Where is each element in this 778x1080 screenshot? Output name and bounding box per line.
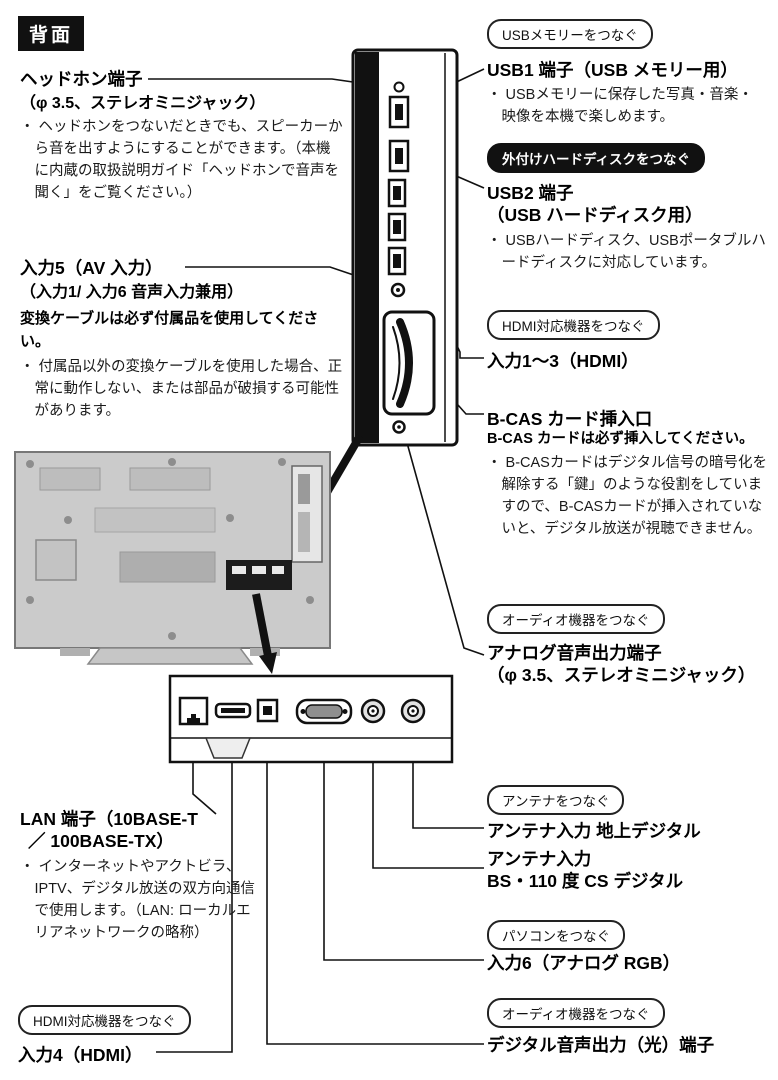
- connect-box-audio-bottom: オーディオ機器をつなぐ: [487, 998, 665, 1028]
- analog-out-title-line2: （φ 3.5、ステレオミニジャック）: [487, 665, 756, 685]
- lan-note: ・ インターネットやアクトビラ、IPTV、デジタル放送の双方向通信で使用します。…: [20, 859, 255, 942]
- headphone-jack-subtitle: （φ 3.5、ステレオミニジャック）: [20, 95, 266, 112]
- input5-warning: 変換ケーブルは必ず付属品を使用してください。: [20, 310, 319, 350]
- lan-title-line2: ／ 100BASE-TX）: [28, 831, 174, 851]
- input4-title: 入力4（HDMI）: [18, 1045, 143, 1065]
- antenna-terrestrial-title: アンテナ入力 地上デジタル: [487, 821, 701, 841]
- av-input-jack-icon: [390, 282, 406, 298]
- connect-box-hdmi-right: HDMI対応機器をつなぐ: [487, 310, 660, 340]
- line-antenna-bs: [372, 730, 484, 869]
- connector-strip-diagram: [168, 674, 454, 764]
- analog-out-jack-icon: [392, 420, 406, 434]
- usb2-note: ・ USBハードディスク、USBポータブルハードディスクに対応しています。: [487, 233, 766, 272]
- antenna-bs-title-line2: BS・110 度 CS デジタル: [487, 871, 684, 891]
- headphone-jack-note: ・ ヘッドホンをつないだときでも、スピーカーから音を出すようにすることができます…: [20, 119, 343, 202]
- input6-title: 入力6（アナログ RGB）: [487, 953, 681, 973]
- connect-box-external-hdd: 外付けハードディスクをつなぐ: [487, 143, 706, 173]
- antenna-terrestrial-connector-icon: [400, 698, 426, 724]
- bcas-warning: B-CAS カードは必ず挿入してください。: [487, 431, 754, 447]
- line-analog-out: [403, 431, 485, 656]
- usb2-title-line2: （USB ハードディスク用）: [487, 205, 703, 225]
- arrow-tv-to-strip: [252, 593, 277, 674]
- usb1-title: USB1 端子（USB メモリー用）: [487, 60, 738, 80]
- antenna-bs-connector-icon: [360, 698, 386, 724]
- hdmi-ports-icon: [387, 178, 407, 276]
- connect-box-hdmi-bottom: HDMI対応機器をつなぐ: [18, 1005, 191, 1035]
- input5-title: 入力5（AV 入力）: [20, 258, 163, 278]
- bcas-note: ・ B-CASカードはデジタル信号の暗号化を解除する「鍵」のような役割をしていま…: [487, 455, 768, 538]
- optical-out-title: デジタル音声出力（光）端子: [487, 1035, 715, 1055]
- headphone-jack-title: ヘッドホン端子: [20, 69, 143, 89]
- lan-title-line1: LAN 端子（10BASE-T: [20, 809, 198, 829]
- analog-out-title-line1: アナログ音声出力端子: [487, 643, 662, 663]
- connect-box-pc: パソコンをつなぐ: [487, 920, 625, 950]
- section-badge-rear: 背面: [18, 16, 85, 51]
- usb2-port-icon: [388, 139, 410, 173]
- optical-out-port-icon: [256, 698, 279, 723]
- connect-box-audio-right: オーディオ機器をつなぐ: [487, 604, 665, 634]
- input5-note: ・ 付属品以外の変換ケーブルを使用した場合、正常に動作しない、または部品が破損す…: [20, 359, 343, 420]
- line-optical: [266, 730, 484, 1045]
- input5-subtitle: （入力1/ 入力6 音声入力兼用）: [20, 284, 244, 301]
- side-panel-diagram: [351, 48, 459, 447]
- dsub-rgb-port-icon: [295, 698, 353, 725]
- usb1-port-icon: [388, 95, 410, 129]
- connect-box-antenna: アンテナをつなぐ: [487, 785, 625, 815]
- hdmi4-port-icon: [214, 702, 252, 719]
- bcas-title: B-CAS カード挿入口: [487, 409, 653, 429]
- bcas-slot-icon: [382, 310, 436, 416]
- antenna-bs-title-line1: アンテナ入力: [487, 849, 592, 869]
- lan-port-icon: [178, 696, 209, 726]
- hdmi123-title: 入力1～3（HDMI）: [487, 351, 639, 371]
- usb2-title-line1: USB2 端子: [487, 183, 574, 203]
- usb1-note: ・ USBメモリーに保存した写真・音楽・映像を本機で楽しめます。: [487, 87, 753, 126]
- line-input6: [323, 730, 484, 961]
- line-input4: [156, 730, 233, 1053]
- connect-box-usb-memory: USBメモリーをつなぐ: [487, 19, 653, 49]
- headphone-jack-icon: [393, 81, 405, 93]
- tv-rear-diagram: [14, 451, 331, 665]
